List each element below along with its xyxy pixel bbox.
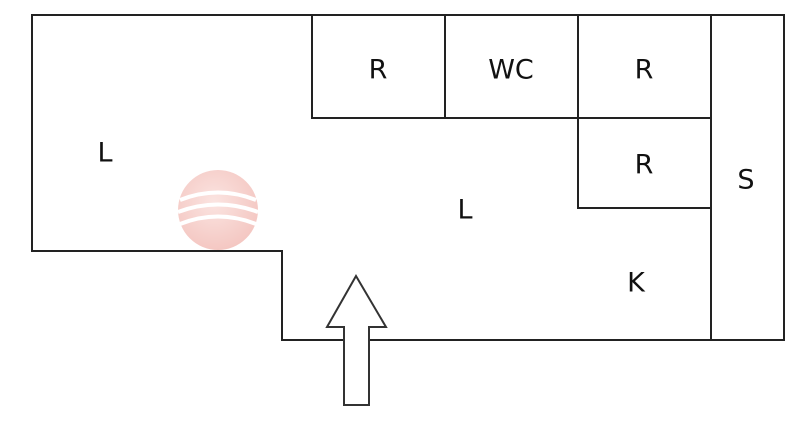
room-label-wc: WC — [488, 55, 534, 86]
watermark-logo — [177, 170, 259, 250]
room-label-living-left: L — [97, 138, 112, 169]
room-label-room-3: R — [635, 150, 654, 181]
room-label-living-center: L — [457, 195, 472, 226]
entrance-arrow-icon — [325, 274, 388, 406]
room-label-storage: S — [737, 165, 754, 196]
room-label-room-2: R — [635, 55, 654, 86]
room-label-kitchen: K — [627, 268, 646, 299]
room-3-wall — [577, 118, 711, 209]
outer-wall — [31, 14, 785, 341]
room-label-room-1: R — [369, 55, 388, 86]
